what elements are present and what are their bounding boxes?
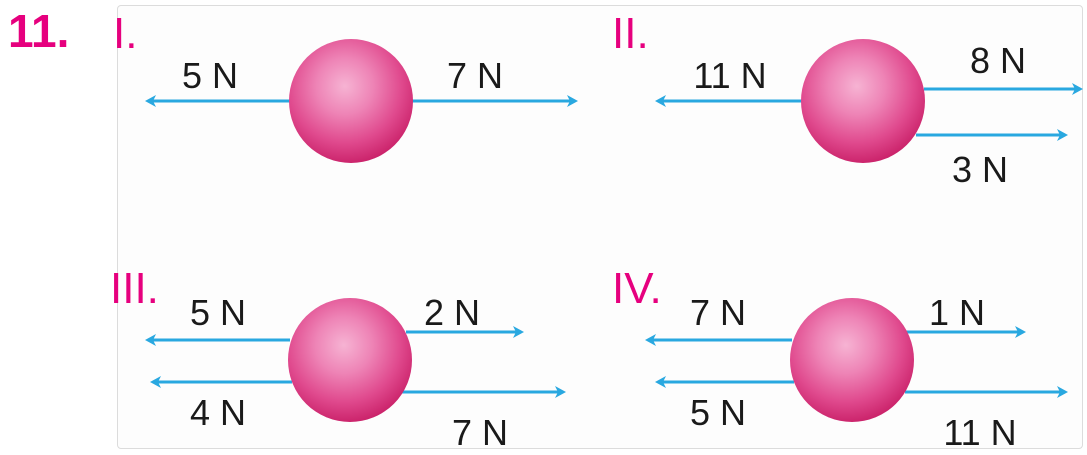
force-arrow-right: 7 N bbox=[412, 55, 578, 107]
arrowhead bbox=[655, 376, 666, 388]
panel-roman-label: III. bbox=[110, 264, 159, 313]
panel-roman-label: IV. bbox=[612, 264, 662, 313]
force-label: 5 N bbox=[690, 392, 746, 433]
force-arrow-left: 4 N bbox=[150, 376, 292, 433]
force-label: 5 N bbox=[182, 55, 238, 96]
diagram-frame bbox=[117, 5, 1083, 449]
ball bbox=[288, 298, 412, 422]
force-label: 7 N bbox=[447, 55, 503, 96]
force-label: 11 N bbox=[943, 412, 1016, 453]
arrowhead bbox=[1057, 386, 1068, 398]
question-number: 11. bbox=[8, 5, 70, 57]
force-label: 4 N bbox=[190, 392, 246, 433]
ball bbox=[801, 39, 925, 163]
force-arrow-left: 11 N bbox=[655, 55, 802, 107]
force-label: 11 N bbox=[693, 55, 766, 96]
force-label: 7 N bbox=[690, 292, 746, 333]
force-label: 5 N bbox=[190, 292, 246, 333]
panel-roman-label: II. bbox=[612, 9, 649, 58]
force-arrow-right: 3 N bbox=[916, 129, 1068, 190]
arrowhead bbox=[513, 326, 524, 338]
arrowhead bbox=[1057, 129, 1068, 141]
arrowhead bbox=[655, 95, 666, 107]
ball bbox=[289, 39, 413, 163]
panel-4: IV. 7 N 5 N 1 N 11 N bbox=[612, 264, 1068, 453]
force-arrow-right: 1 N bbox=[905, 292, 1026, 338]
force-arrow-right: 11 N bbox=[905, 386, 1068, 453]
arrowhead bbox=[645, 334, 656, 346]
force-label: 8 N bbox=[970, 40, 1026, 81]
force-arrow-right: 8 N bbox=[924, 40, 1083, 95]
arrowhead bbox=[145, 334, 156, 346]
arrowhead bbox=[1072, 83, 1083, 95]
ball bbox=[790, 298, 914, 422]
panel-2: II. 11 N 8 N 3 N bbox=[612, 9, 1083, 190]
panel-1: I. 5 N 7 N bbox=[113, 9, 578, 163]
panel-3: III. 5 N 4 N 2 N 7 N bbox=[110, 264, 566, 453]
force-label: 7 N bbox=[452, 412, 508, 453]
arrowhead bbox=[150, 376, 161, 388]
force-label: 1 N bbox=[929, 292, 985, 333]
arrowhead bbox=[555, 386, 566, 398]
force-arrow-right: 2 N bbox=[406, 292, 524, 338]
arrowhead bbox=[1015, 326, 1026, 338]
force-label: 2 N bbox=[424, 292, 480, 333]
panel-roman-label: I. bbox=[113, 9, 137, 58]
arrowhead bbox=[145, 95, 156, 107]
force-arrow-left: 5 N bbox=[655, 376, 794, 433]
arrowhead bbox=[567, 95, 578, 107]
force-arrow-left: 7 N bbox=[645, 292, 792, 346]
force-arrow-right: 7 N bbox=[400, 386, 566, 453]
force-arrow-left: 5 N bbox=[145, 292, 290, 346]
force-label: 3 N bbox=[952, 149, 1008, 190]
force-arrow-left: 5 N bbox=[145, 55, 290, 107]
